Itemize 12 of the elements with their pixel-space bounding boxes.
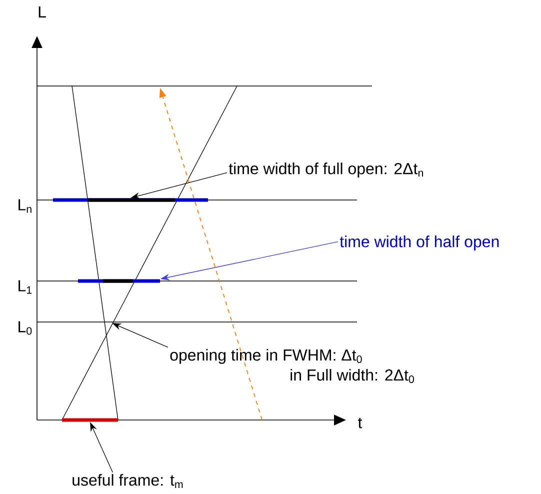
- annotation-text: time width of half open: [340, 236, 499, 250]
- axis-label: L: [38, 6, 46, 18]
- axis-label: L$_{0}$: [18, 321, 32, 335]
- time-window-bar: [62, 418, 118, 422]
- annotation-text: opening time in FWHM: Δt$_{0}$ in Full width: 2Δt$_{0}$: [170, 348, 414, 384]
- axis-label: t: [358, 418, 362, 428]
- annotation-text: time width of full open: 2Δt$_{n}$: [228, 162, 423, 178]
- time-window-bar: [53, 198, 208, 202]
- time-window-bar: [78, 279, 160, 283]
- annotation-text: useful frame: t$_{m}$: [72, 474, 183, 488]
- axis-label: L$_{1}$: [18, 280, 32, 294]
- axis-label: L$_{n}$: [18, 199, 32, 213]
